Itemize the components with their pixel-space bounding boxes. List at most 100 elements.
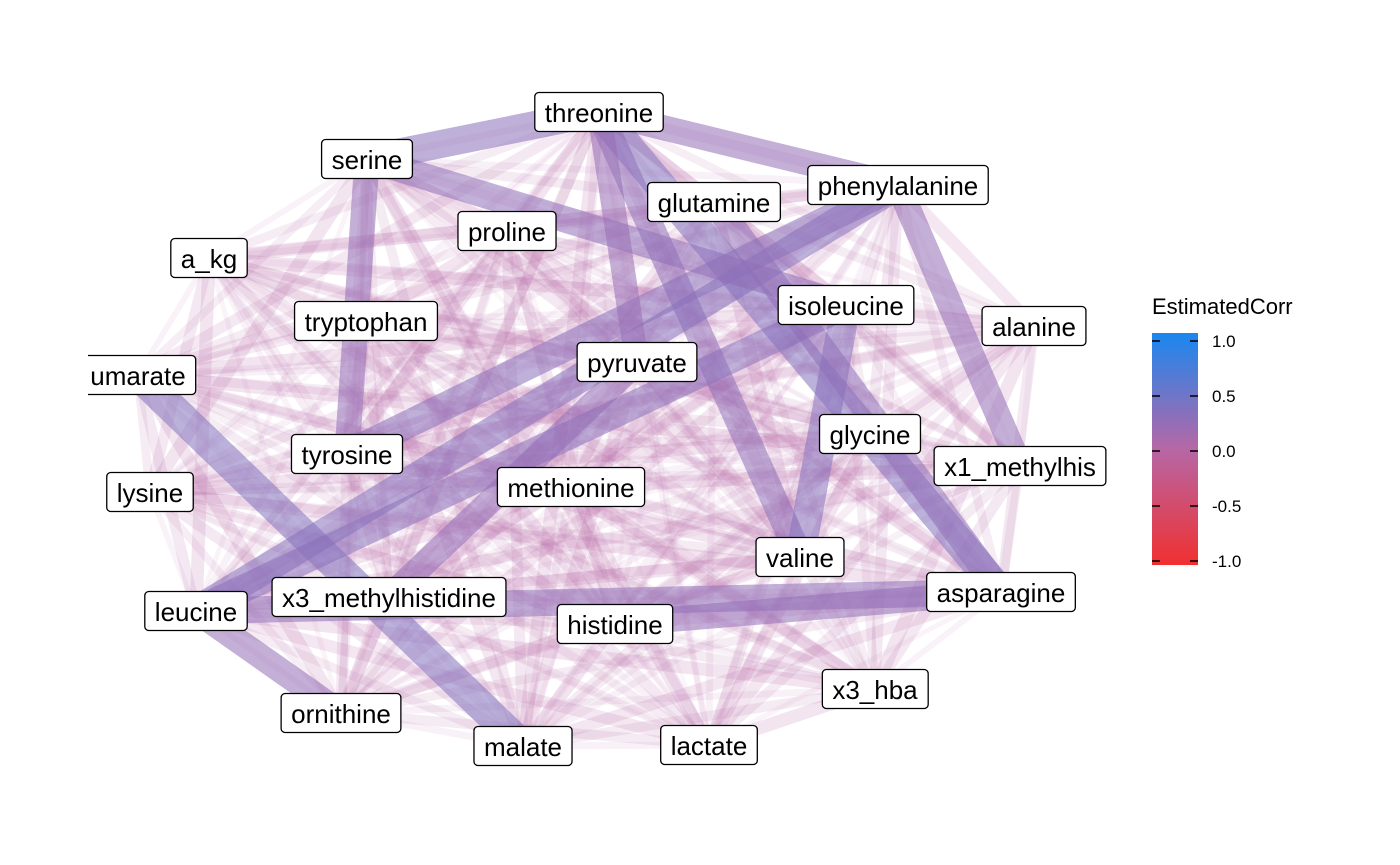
edge: [517, 586, 1007, 752]
node-glutamine: glutamine: [646, 181, 782, 223]
edge: [519, 181, 902, 750]
node-tyrosine: tyrosine: [290, 433, 404, 475]
node-alanine: alanine: [981, 305, 1087, 347]
edge: [338, 323, 1037, 716]
edge: [633, 358, 879, 693]
edge: [131, 368, 348, 720]
edge-strong: [886, 179, 1032, 472]
edge: [363, 318, 712, 748]
node-label: phenylalanine: [818, 171, 978, 201]
edge: [146, 301, 850, 496]
edge: [131, 298, 853, 382]
node-box: [646, 181, 782, 223]
edge: [516, 617, 622, 753]
node-box: [777, 284, 915, 326]
edge: [189, 604, 882, 696]
node-label: leucine: [155, 597, 237, 627]
node-proline: proline: [457, 210, 557, 252]
node-box: [807, 164, 989, 206]
legend-tick-label: 1.0: [1212, 332, 1236, 351]
edge: [611, 181, 902, 628]
node-label: glycine: [830, 420, 911, 450]
node-box: [926, 571, 1076, 613]
edge: [868, 432, 877, 691]
node-isoleucine: isoleucine: [777, 284, 915, 326]
node-box: [457, 210, 557, 252]
node-threonine: threonine: [534, 91, 664, 133]
edge: [612, 621, 712, 748]
edge: [520, 302, 849, 749]
edge: [339, 183, 900, 715]
edge: [204, 253, 620, 629]
legend-ticks: 1.00.50.0-0.5-1.0: [1152, 332, 1241, 571]
node-box: [534, 91, 664, 133]
edge: [340, 105, 606, 461]
node-label: malate: [484, 732, 562, 762]
edge: [364, 319, 1003, 594]
node-box: [170, 237, 248, 279]
edge: [133, 370, 880, 694]
node-fumarate: umarate: [88, 354, 197, 396]
edge-strong: [587, 110, 649, 364]
edge: [192, 317, 370, 615]
edge: [192, 108, 603, 615]
nodes-layer: threonine serine phenylalanine glutamine pro…: [88, 91, 1107, 767]
edge: [385, 322, 1038, 601]
legend: EstimatedCorr 1.00.50.0-0.5-1.0: [1152, 294, 1293, 571]
node-label: glutamine: [658, 188, 771, 218]
legend-tick-label: -0.5: [1212, 497, 1241, 516]
edge-strong: [703, 194, 1012, 600]
edge: [364, 156, 574, 490]
node-x3-methylhistidine: x3_methylhistidine: [271, 576, 507, 618]
node-box: [576, 341, 698, 383]
node-box: [88, 354, 197, 396]
node-box: [981, 305, 1087, 347]
node-glycine: glycine: [818, 413, 922, 455]
node-label: serine: [332, 145, 403, 175]
edge: [709, 197, 1039, 331]
node-box: [473, 725, 573, 767]
node-label: ornithine: [291, 699, 391, 729]
edge: [337, 685, 879, 717]
legend-tick-label: 0.0: [1212, 442, 1236, 461]
edge: [385, 430, 874, 601]
node-box: [293, 300, 439, 342]
node-box: [755, 536, 845, 578]
node-label: alanine: [992, 312, 1076, 342]
edge: [135, 372, 803, 560]
node-histidine: histidine: [556, 603, 674, 645]
node-serine: serine: [320, 138, 414, 180]
edge: [795, 552, 880, 694]
node-malate: malate: [473, 725, 573, 767]
legend-tick-label: -1.0: [1212, 552, 1241, 571]
node-box: [496, 466, 646, 508]
edge: [518, 684, 880, 751]
edge: [840, 299, 1026, 472]
node-label: isoleucine: [788, 291, 904, 321]
edge: [191, 606, 528, 751]
node-label: x3_methylhistidine: [282, 583, 496, 613]
node-label: histidine: [567, 610, 662, 640]
node-label: a_kg: [181, 244, 237, 274]
edge: [568, 323, 1037, 490]
edge: [341, 225, 513, 460]
node-box: [106, 471, 194, 513]
node-label: proline: [468, 217, 546, 247]
node-valine: valine: [755, 536, 845, 578]
node-label: threonine: [545, 98, 653, 128]
node-box: [821, 668, 929, 710]
node-label: lysine: [117, 478, 183, 508]
edge: [500, 224, 1008, 599]
node-label: methionine: [507, 473, 634, 503]
edge-strong: [586, 106, 813, 563]
edge: [706, 589, 1004, 748]
node-box: [271, 576, 507, 618]
edge: [206, 255, 344, 716]
node-box: [320, 138, 414, 180]
node-label: valine: [766, 543, 834, 573]
node-ornithine: ornithine: [280, 692, 402, 734]
node-methionine: methionine: [496, 466, 646, 508]
node-x1-methylhistidine: x1_methylhis: [933, 445, 1107, 487]
edge: [996, 461, 1025, 597]
